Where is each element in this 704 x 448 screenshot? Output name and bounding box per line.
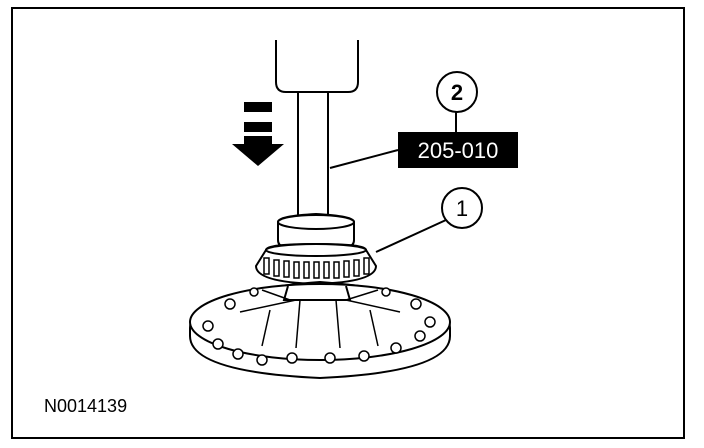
figure-id: N0014139 <box>44 396 127 416</box>
callout-1: 1 <box>441 187 483 229</box>
press-ram <box>275 40 359 227</box>
callout-1-number: 1 <box>456 196 468 221</box>
callout-2: 2 <box>436 71 478 113</box>
differential-case <box>189 280 451 380</box>
tool-adapter <box>277 212 355 247</box>
callout-2-number: 2 <box>451 80 463 105</box>
tapered-bearing <box>254 242 378 286</box>
press-direction-arrow <box>232 102 284 166</box>
tool-number-text: 205-010 <box>418 138 499 163</box>
tool-number-label: 205-010 <box>398 132 518 168</box>
